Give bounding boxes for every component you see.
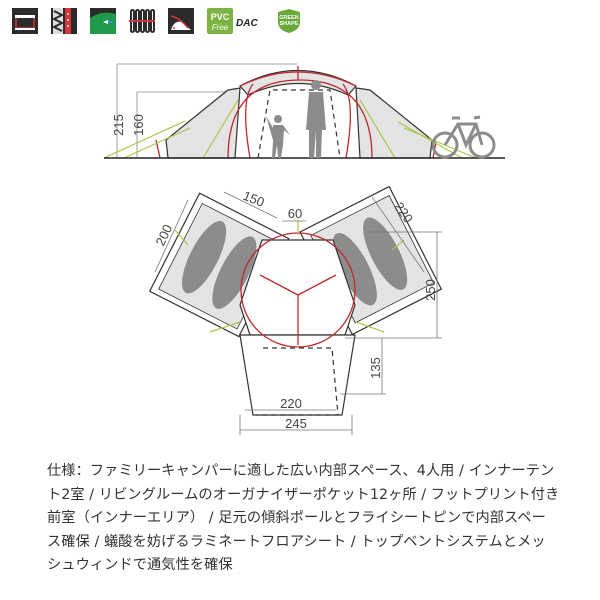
pvc-free-badge: PVC Free (207, 8, 233, 34)
ventilation-icon (168, 8, 194, 34)
person-silhouettes (266, 80, 326, 158)
side-view: 215 160 (103, 63, 505, 159)
svg-text:PVC: PVC (211, 12, 230, 22)
green-shape-badge: GREEN SHAPE (278, 9, 300, 33)
svg-text:DAC: DAC (236, 18, 258, 28)
total-height-label: 215 (111, 114, 126, 136)
seam-tape-icon (51, 8, 77, 34)
vestibule-height-label: 160 (131, 114, 146, 136)
fabric-weave-icon (129, 8, 155, 34)
description-line: ト2室 / リビングルームのオーガナイザーポケット12ヶ所 / フットプリント付… (47, 486, 560, 503)
description-line: 仕様：ファミリーキャンパーに適した広い内部スペース、4人用 / インナーテン (47, 463, 555, 479)
room-depth-label: 250 (423, 279, 438, 301)
top-view: 150 60 200 220 250 135 220 245 (148, 185, 443, 435)
svg-text:Free: Free (212, 23, 229, 32)
description-line: シュウィンドで通気性を確保 (47, 557, 233, 573)
water-repellent-icon (90, 8, 116, 34)
description-line: ス確保 / 蟻酸を妨げるラミネートフロアシート / トップベントシステムとメッ (47, 533, 546, 550)
spec-description: 仕様：ファミリーキャンパーに適した広い内部スペース、4人用 / インナーテン ト… (47, 460, 567, 578)
left-room-length-label: 200 (153, 222, 176, 248)
description-line: 前室（インナーエリア） / 足元の傾斜ポールとフライシートピンで内部スペー (47, 510, 546, 526)
dac-logo: DAC (236, 18, 258, 28)
gap-width-label: 60 (288, 206, 302, 221)
front-width-label: 245 (285, 416, 307, 431)
svg-text:SHAPE: SHAPE (280, 21, 299, 27)
frame-structure-icon (12, 8, 38, 34)
svg-text:GREEN: GREEN (279, 15, 299, 21)
bicycle-icon (431, 115, 496, 159)
vestibule-depth-label: 135 (368, 357, 383, 379)
left-room-width-label: 150 (241, 188, 267, 210)
inner-floor-width-label: 220 (280, 396, 302, 411)
